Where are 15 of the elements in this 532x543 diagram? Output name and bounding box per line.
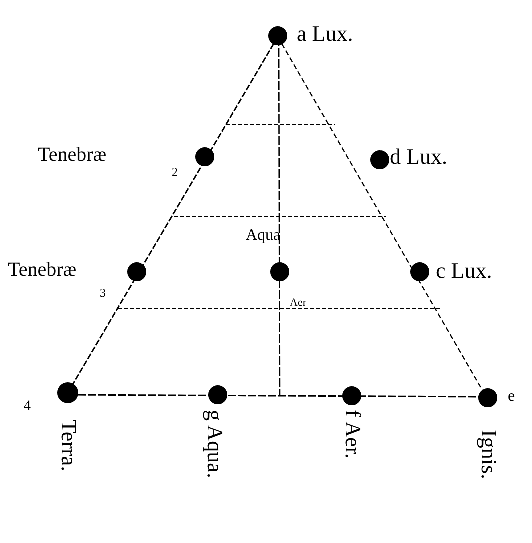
element-label: f Aer.	[342, 410, 364, 459]
point-number: 4	[24, 400, 31, 414]
point-label: Tenebræ	[38, 145, 107, 165]
element-label: Terra.	[58, 420, 80, 472]
element-label: Ignis.	[478, 430, 500, 480]
element-label: g Aqua.	[204, 410, 226, 478]
region-label: Aer	[290, 298, 306, 309]
point-label: a Lux.	[297, 23, 354, 45]
point-label: d Lux.	[390, 146, 448, 168]
point-label: Tenebræ	[8, 260, 77, 280]
point-label: e	[508, 389, 516, 405]
region-label: Aqua	[246, 228, 281, 244]
point-number: 2	[172, 166, 178, 178]
point-number: 3	[100, 287, 106, 299]
point-label: c Lux.	[436, 260, 492, 282]
